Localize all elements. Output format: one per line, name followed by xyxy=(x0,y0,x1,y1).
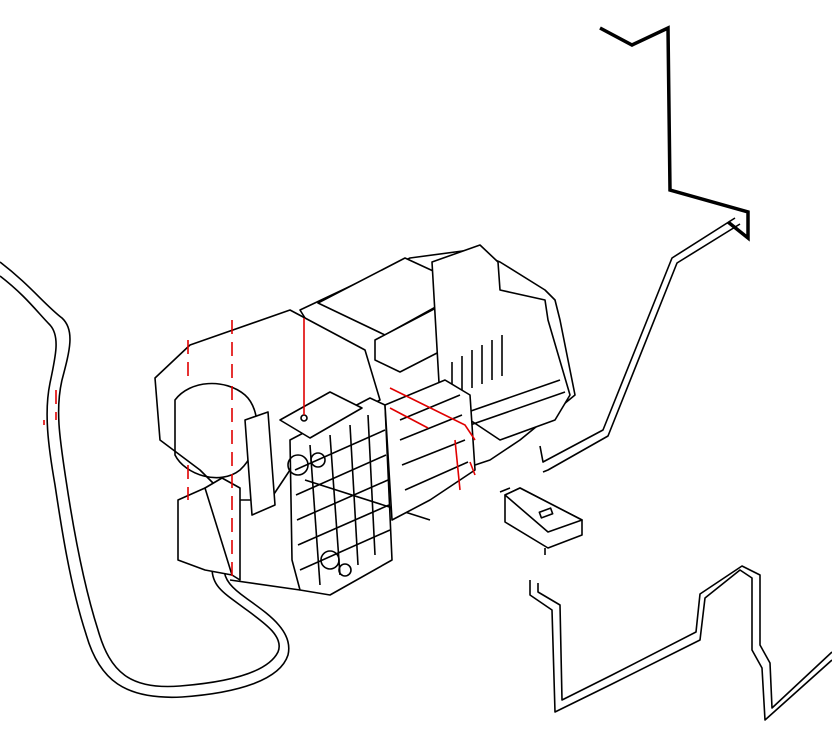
bottom-wire-bracket xyxy=(529,565,832,721)
leader-lines xyxy=(43,318,476,580)
left-hose xyxy=(0,261,290,699)
small-bracket-part xyxy=(499,487,583,555)
thin-cable xyxy=(539,217,741,473)
thick-wire-rod xyxy=(599,25,750,242)
main-assembly xyxy=(154,244,576,596)
